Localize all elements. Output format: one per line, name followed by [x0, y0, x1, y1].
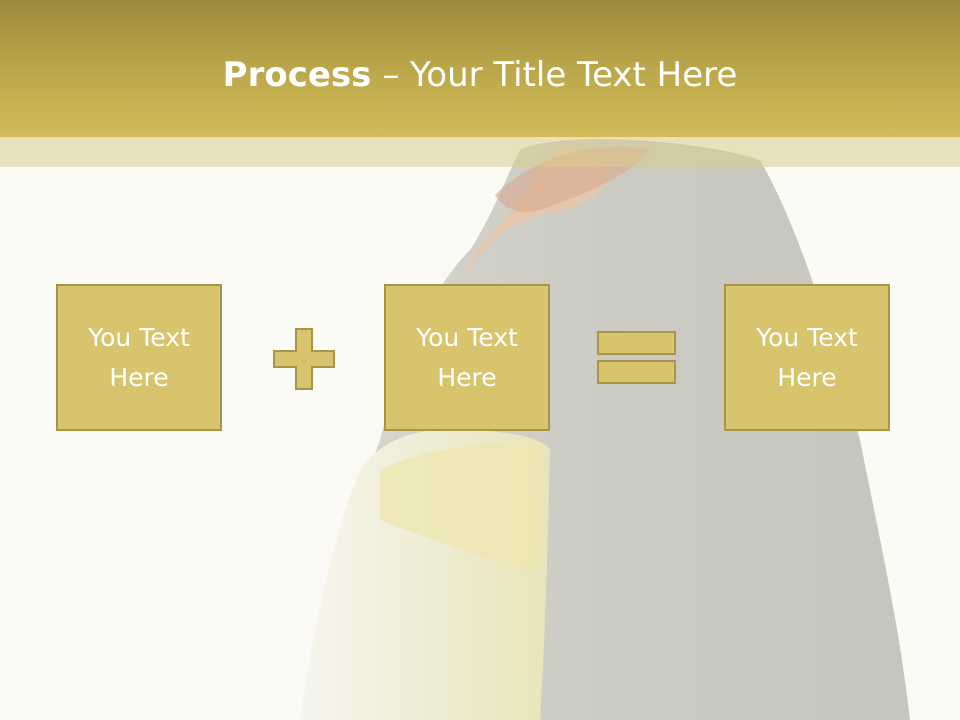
title-bold-part: Process — [222, 55, 372, 95]
process-box-3-label: You Text Here — [756, 322, 858, 392]
slide-title[interactable]: Process – Your Title Text Here — [0, 50, 960, 100]
process-box-2[interactable]: You Text Here — [384, 284, 550, 431]
plus-icon — [273, 328, 335, 390]
equals-icon — [597, 331, 676, 384]
process-box-2-label: You Text Here — [416, 322, 518, 392]
process-box-1-label: You Text Here — [88, 322, 190, 392]
process-box-1[interactable]: You Text Here — [56, 284, 222, 431]
title-text: Your Title Text Here — [410, 55, 738, 95]
title-accent-strip — [0, 137, 960, 167]
title-bar — [0, 0, 960, 137]
process-box-3[interactable]: You Text Here — [724, 284, 890, 431]
title-separator: – — [371, 55, 411, 95]
